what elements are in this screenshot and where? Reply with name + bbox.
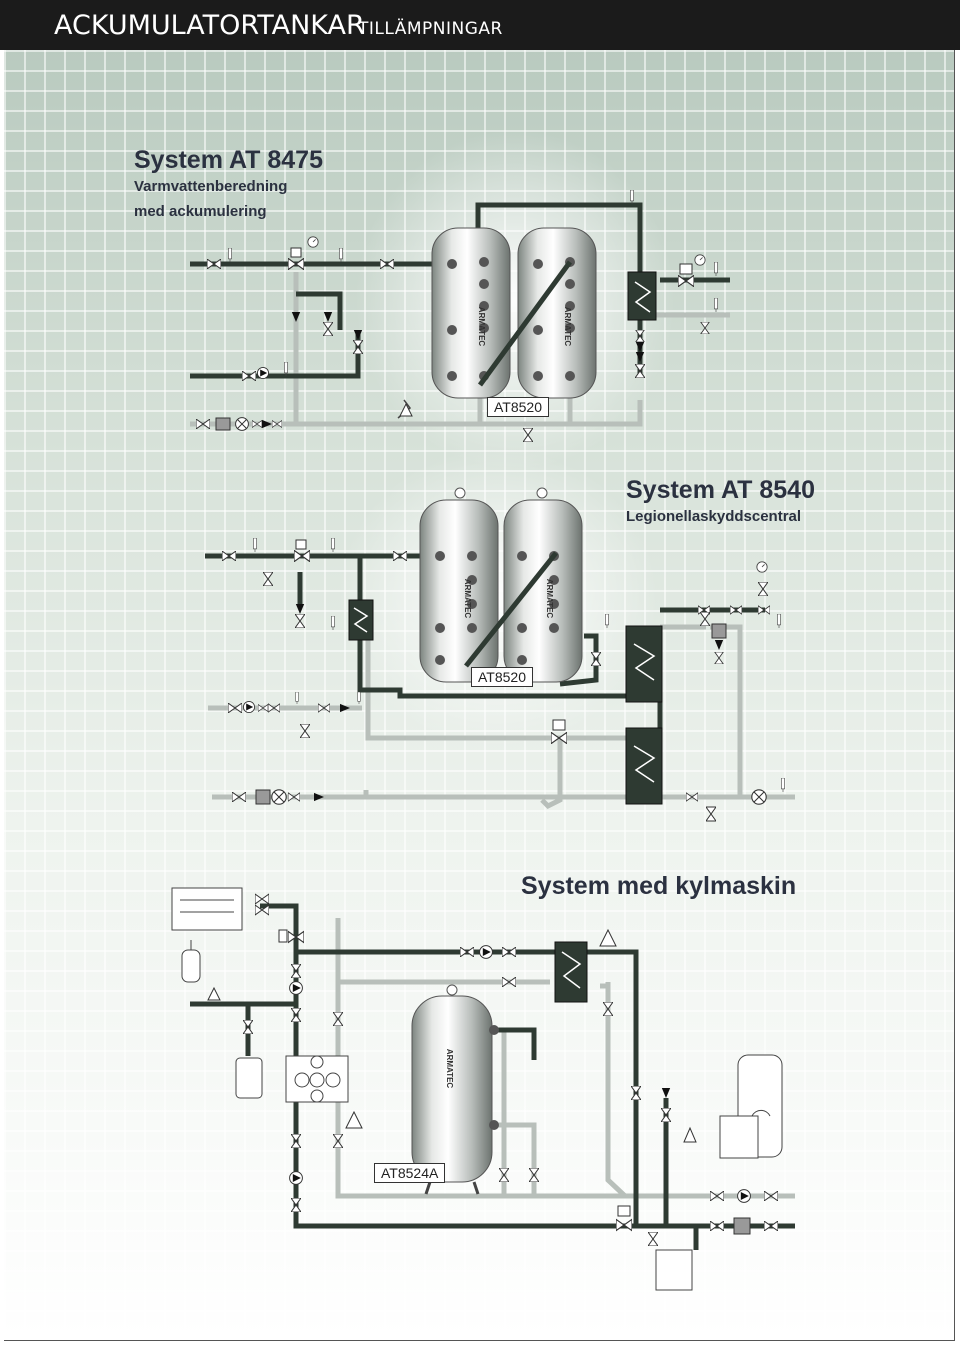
system1-diagram — [190, 130, 730, 470]
header-subtitle: TILLÄMPNINGAR — [358, 19, 503, 39]
system2-diagram — [205, 448, 795, 822]
system2-tank-label: AT8520 — [471, 667, 533, 687]
brand-text: ARMATEC — [477, 306, 487, 347]
brand-text: ARMATEC — [563, 306, 573, 347]
header-bar: ACKUMULATORTANKAR TILLÄMPNINGAR — [0, 0, 960, 50]
system3-tank — [411, 984, 499, 1195]
system3-diagram — [171, 887, 795, 1291]
system3-title: System med kylmaskin — [521, 872, 797, 900]
header-title: ACKUMULATORTANKAR — [54, 10, 365, 41]
brand-text: ARMATEC — [463, 578, 473, 619]
system2-line1: Legionellaskyddscentral — [626, 508, 802, 525]
system3-tank-label: AT8524A — [374, 1163, 446, 1183]
system1-line1: Varmvattenberedning — [134, 178, 288, 195]
brand-text: ARMATEC — [445, 1048, 455, 1089]
system1-tanks — [431, 227, 657, 399]
system1-tank-label: AT8520 — [487, 397, 549, 417]
system2-tanks — [348, 487, 663, 805]
system2-title: System AT 8540 — [626, 476, 815, 504]
brand-text: ARMATEC — [545, 578, 555, 619]
system1-line2: med ackumulering — [134, 203, 267, 220]
system1-title: System AT 8475 — [134, 146, 323, 174]
